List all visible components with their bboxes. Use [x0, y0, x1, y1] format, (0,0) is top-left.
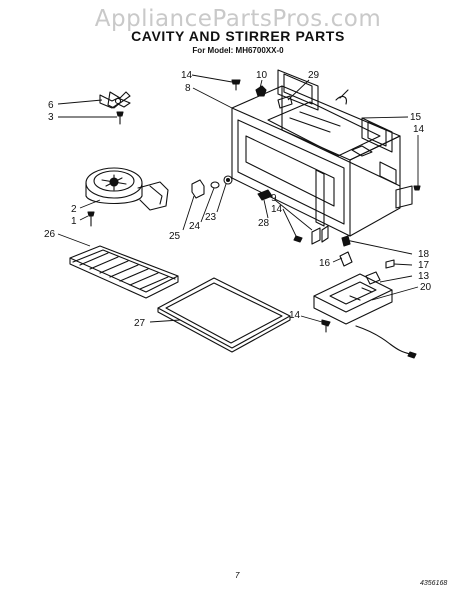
callout-labels: 14 10 29 8 6 3 15 14 2 1 26 25 24 23 9 1… [44, 70, 432, 329]
callout-14-bottom: 14 [289, 310, 301, 321]
cavity-frame-drawing [231, 69, 413, 237]
watermark-text: AppliancePartsPros.com [94, 6, 382, 32]
cable-top-drawing [335, 89, 349, 105]
screw-14-mid-drawing [293, 235, 303, 243]
oven-rack-drawing [69, 245, 179, 299]
callout-3: 3 [48, 112, 54, 123]
screw-14-bottom-drawing [321, 319, 331, 333]
callout-13: 13 [418, 271, 430, 282]
part-17-drawing [385, 259, 395, 269]
part-28-drawing [257, 189, 273, 201]
callout-14-right: 14 [413, 124, 425, 135]
clip-10-drawing [255, 85, 267, 97]
callout-28: 28 [258, 218, 270, 229]
callout-6: 6 [48, 100, 54, 111]
leader-lines [57, 74, 419, 323]
part-24-drawing [210, 181, 220, 189]
model-subtitle: For Model: MH6700XX-0 [192, 46, 284, 55]
screw-14-top-drawing [231, 79, 241, 91]
page-number: 7 [235, 571, 240, 580]
part-23-drawing [223, 175, 233, 185]
callout-10: 10 [256, 70, 268, 81]
callout-29: 29 [308, 70, 320, 81]
callout-16: 16 [319, 258, 331, 269]
page-title: CAVITY AND STIRRER PARTS [131, 28, 345, 44]
cooking-tray-drawing [157, 277, 291, 353]
callout-18: 18 [418, 249, 430, 260]
callout-1: 1 [71, 216, 77, 227]
callout-2: 2 [71, 204, 77, 215]
document-code: 4356168 [420, 580, 448, 587]
callout-17: 17 [418, 260, 430, 271]
stirrer-blade-drawing [99, 91, 131, 109]
wire-harness-drawing [355, 325, 417, 359]
callout-25: 25 [169, 231, 181, 242]
stirrer-housing-drawing [85, 167, 169, 211]
callout-14-mid: 14 [271, 204, 283, 215]
callout-20: 20 [420, 282, 432, 293]
callout-27: 27 [134, 318, 146, 329]
control-bracket-drawing [313, 271, 393, 325]
screw-14-right-drawing [413, 185, 421, 191]
callout-14-top: 14 [181, 70, 193, 81]
callout-26: 26 [44, 229, 56, 240]
part-18-drawing [341, 235, 351, 247]
switch-16-drawing [339, 251, 353, 267]
screw-3-drawing [116, 111, 124, 125]
callout-8: 8 [185, 83, 191, 94]
screw-1-drawing [87, 211, 95, 227]
callout-9: 9 [271, 193, 277, 204]
bracket-29-drawing [277, 95, 293, 109]
callout-23: 23 [205, 212, 217, 223]
callout-15: 15 [410, 112, 422, 123]
bracket-9-drawing [311, 225, 329, 245]
callout-24: 24 [189, 221, 201, 232]
part-25-drawing [191, 179, 205, 199]
